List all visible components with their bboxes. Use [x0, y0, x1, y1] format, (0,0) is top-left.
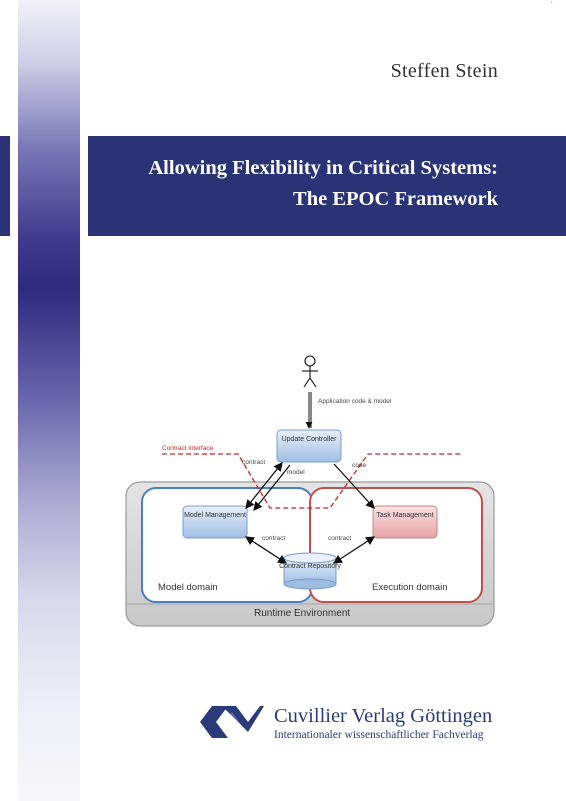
title-banner: Allowing Flexibility in Critical Systems…	[88, 136, 566, 236]
update-controller-label: Update Controller	[281, 436, 337, 443]
cv-logo-icon	[200, 706, 264, 738]
contract-repository-cylinder	[283, 552, 337, 590]
publisher-name: Cuvillier Verlag Göttingen	[274, 705, 493, 727]
task-to-repository-arrow	[332, 536, 376, 564]
contract-repository-label: Contract Repository	[279, 563, 341, 570]
contract-interface-label: Contract interface	[162, 445, 214, 452]
cover-side-stripe	[18, 0, 80, 801]
publisher-tagline: Internationaler wissenschaftlicher Fachv…	[274, 729, 484, 741]
model-to-repository-arrow	[244, 536, 288, 564]
publisher-block: Cuvillier Verlag Göttingen International…	[198, 702, 508, 752]
model-domain-label: Model domain	[158, 582, 218, 593]
model-label: model	[287, 469, 305, 476]
code-label: code	[352, 462, 367, 469]
update-controller-box	[276, 429, 342, 463]
author-name: Steffen Stein	[390, 60, 498, 82]
model-management-label: Model Management	[184, 512, 246, 519]
controller-to-task-arrow	[333, 463, 375, 509]
user-actor-icon	[302, 355, 318, 388]
controller-to-model-arrow-2	[253, 464, 291, 512]
contract-label-right: contract	[328, 535, 352, 542]
corner-mark: '	[551, 0, 553, 9]
controller-to-model-arrow-1	[245, 461, 283, 510]
title-line-2: The EPOC Framework	[293, 188, 498, 210]
task-management-box	[372, 505, 438, 539]
runtime-environment-label: Runtime Environment	[254, 608, 351, 619]
task-management-label: Task Management	[376, 512, 434, 519]
actor-note-label: Application code & model	[318, 398, 392, 405]
execution-domain-label: Execution domain	[372, 582, 448, 593]
model-management-box	[182, 505, 248, 539]
title-line-1: Allowing Flexibility in Critical Systems…	[148, 157, 498, 179]
contract-label-upper: contract	[242, 459, 266, 466]
architecture-diagram: Application code & model Update Controll…	[120, 348, 500, 630]
title-banner-edge	[0, 136, 10, 236]
contract-interface-line	[162, 453, 460, 509]
execution-domain-box	[309, 487, 483, 603]
contract-label-left: contract	[262, 535, 286, 542]
diagram-graphics	[125, 355, 495, 627]
